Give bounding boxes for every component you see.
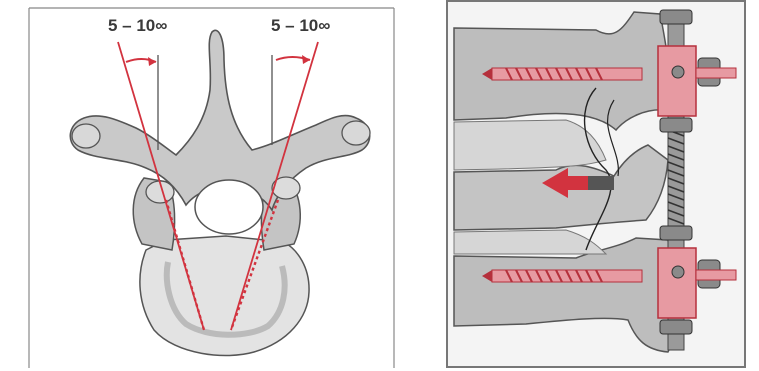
right-transverse-tip: [342, 121, 370, 145]
lateral-fixation-figure: [446, 0, 746, 368]
right-angle-label: 5 – 10∞: [271, 16, 330, 35]
vertebra-axial-svg: 5 – 10∞ 5 – 10∞: [26, 0, 396, 371]
lower-pedicle-screw: [482, 270, 642, 282]
vertebra-axial-figure: 5 – 10∞ 5 – 10∞: [26, 0, 396, 371]
left-angle-label: 5 – 10∞: [108, 16, 167, 35]
upper-screw-head-rod: [696, 68, 736, 78]
left-transverse-tip: [72, 124, 100, 148]
lateral-fixation-svg: [446, 0, 746, 368]
spinal-canal: [195, 180, 263, 234]
lower-clamp-bolt: [672, 266, 684, 278]
lower-screw-head-rod: [696, 270, 736, 280]
left-angle-arrow: [148, 57, 156, 66]
upper-clamp: [658, 46, 696, 116]
upper-pedicle-screw: [482, 68, 642, 80]
lower-clamp: [658, 248, 696, 318]
right-angle-arrow: [302, 55, 310, 64]
upper-clamp-bolt: [672, 66, 684, 78]
